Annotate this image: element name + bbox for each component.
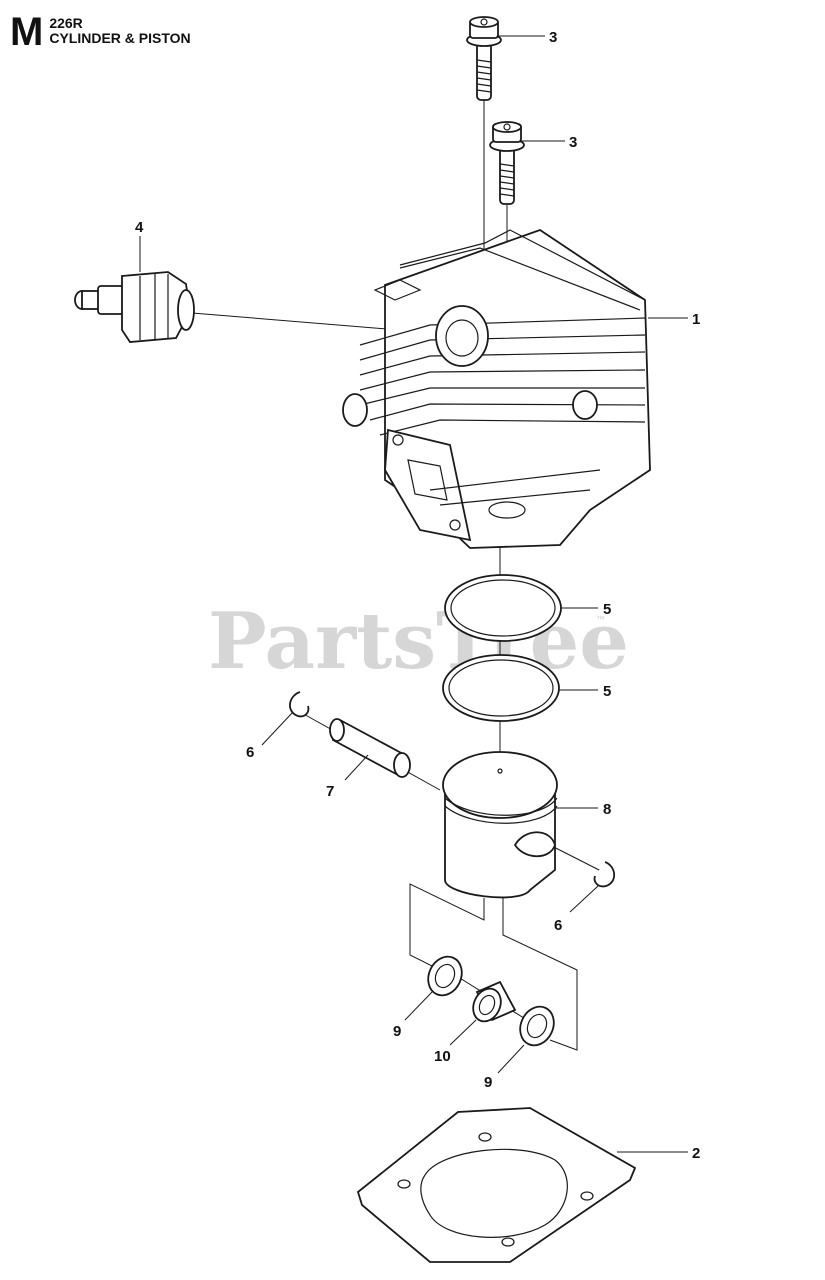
spark-plug-part-4 <box>74 271 195 343</box>
callout-5b: 5 <box>603 683 611 700</box>
callout-1: 1 <box>692 311 700 328</box>
screw-part-3-second <box>489 121 525 205</box>
callout-5a: 5 <box>603 601 611 618</box>
callout-6b: 6 <box>554 917 562 934</box>
needle-bearing-part-10 <box>472 980 517 1023</box>
section-letter: M <box>10 10 44 54</box>
callout-labels: 3 3 4 1 5 5 6 7 8 6 9 10 9 2 <box>135 29 700 1162</box>
cylinder-part-1 <box>342 229 651 549</box>
watermark-text: PartsTree <box>208 596 629 687</box>
thrust-washer-part-9-left <box>427 955 463 997</box>
watermark-tm: ™ <box>596 614 605 624</box>
section-title: CYLINDER & PISTON <box>49 30 191 46</box>
callout-4: 4 <box>135 219 144 236</box>
callout-10: 10 <box>434 1048 451 1065</box>
cylinder-gasket-part-2 <box>356 1107 637 1263</box>
model-number: 226R <box>49 15 83 31</box>
callout-6a: 6 <box>246 744 254 761</box>
circlip-part-6-right <box>593 861 616 888</box>
header-text: 226R CYLINDER & PISTON <box>49 14 190 46</box>
watermark: PartsTree ™ <box>208 596 629 687</box>
screw-part-3-top <box>466 16 502 101</box>
callout-3a: 3 <box>549 29 557 46</box>
piston-ring-part-5-bottom <box>442 654 560 722</box>
piston-ring-part-5-top <box>444 574 562 642</box>
circlip-part-6-left <box>289 691 310 718</box>
callout-leaders <box>139 35 688 1153</box>
callout-9b: 9 <box>484 1074 492 1091</box>
piston-part-8 <box>442 751 558 899</box>
callout-7: 7 <box>326 783 334 800</box>
callout-3b: 3 <box>569 134 577 151</box>
page-header: M 226R CYLINDER & PISTON <box>10 10 191 54</box>
callout-9a: 9 <box>393 1023 401 1040</box>
callout-8: 8 <box>603 801 611 818</box>
callout-2: 2 <box>692 1145 700 1162</box>
thrust-washer-part-9-right <box>519 1005 555 1047</box>
piston-pin-part-7 <box>329 718 411 778</box>
